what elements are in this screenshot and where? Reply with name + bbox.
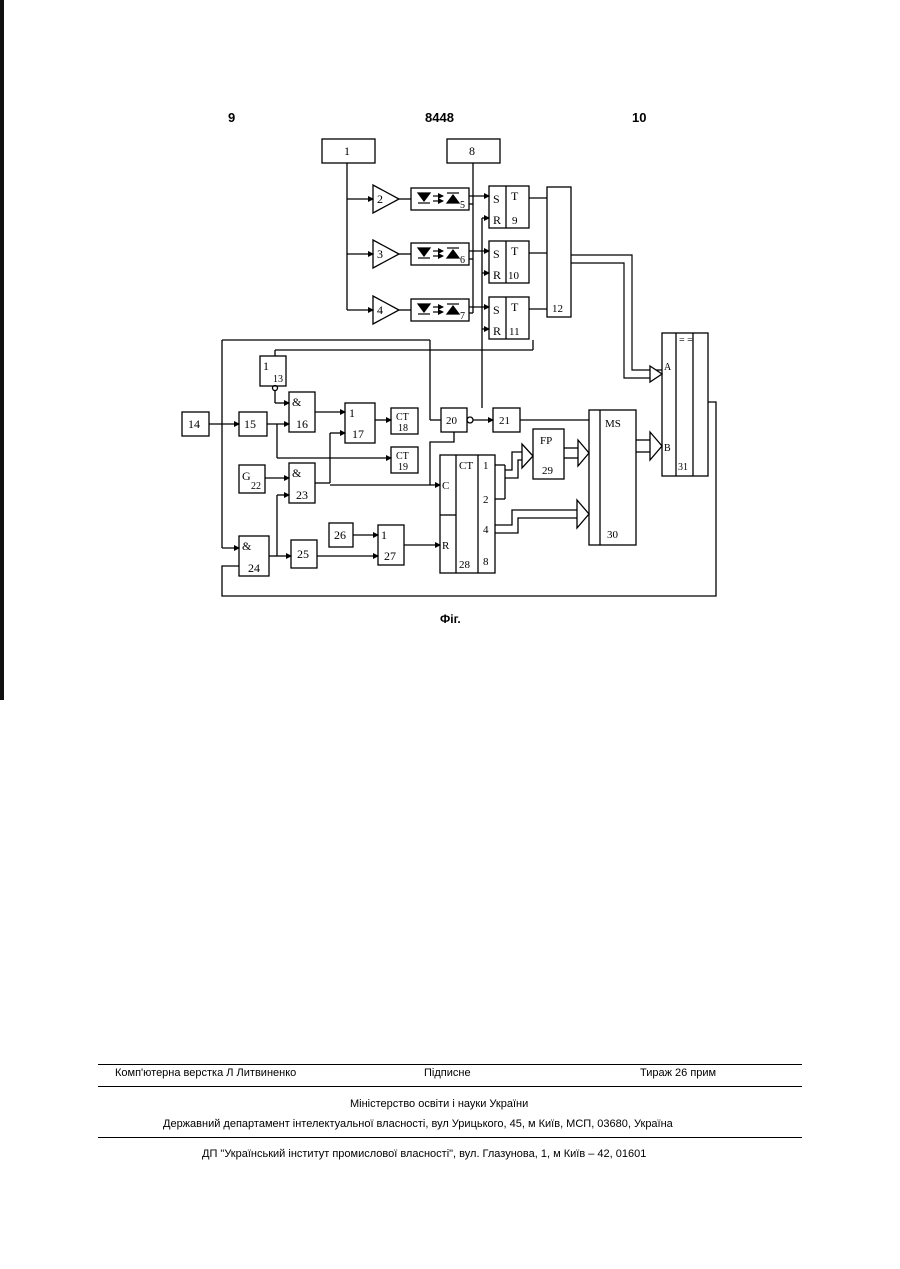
label-31-cmp: = =: [679, 335, 693, 346]
footer-rule-bottom: [98, 1137, 802, 1138]
footer-circulation: Тираж 26 прим: [640, 1067, 716, 1079]
label-28-ct: CT: [459, 460, 473, 472]
label-17: 17: [352, 427, 364, 441]
label-28: 28: [459, 559, 471, 571]
label-24-sym: &: [242, 539, 252, 553]
label-13: 13: [273, 374, 283, 385]
label-30: 30: [607, 529, 619, 541]
label-20: 20: [446, 415, 458, 427]
label-29: 29: [542, 465, 554, 477]
block-12: [547, 187, 571, 317]
trigger-10-r: R: [493, 268, 501, 282]
label-30-ms: MS: [605, 418, 621, 430]
trigger-9-r: R: [493, 213, 501, 227]
label-2: 2: [377, 192, 383, 206]
block-diagram: 1 8 2 3 4 5 6 7 S R T 9 S R T 10 S R T 1…: [0, 0, 900, 640]
label-13-sym: 1: [263, 359, 269, 373]
label-16-sym: &: [292, 395, 302, 409]
label-17-sym: 1: [349, 406, 355, 420]
label-31: 31: [678, 462, 688, 473]
trigger-11-s: S: [493, 303, 500, 317]
label-28-c: C: [442, 480, 449, 492]
trigger-11-t: T: [511, 300, 519, 314]
label-28-r: R: [442, 540, 450, 552]
label-10: 10: [508, 270, 520, 282]
label-26: 26: [334, 528, 346, 542]
label-22: 22: [251, 481, 261, 492]
label-3: 3: [377, 247, 383, 261]
footer-rule-top: [98, 1064, 802, 1065]
label-18: 18: [398, 423, 408, 434]
label-16: 16: [296, 417, 308, 431]
label-22-sym: G: [242, 469, 251, 483]
label-18-ct: CT: [396, 412, 409, 423]
trigger-9-s: S: [493, 192, 500, 206]
label-4: 4: [377, 303, 383, 317]
footer-signed: Підписне: [424, 1067, 471, 1079]
label-25: 25: [297, 547, 309, 561]
label-28-q4: 4: [483, 524, 489, 536]
block-31: [662, 333, 708, 476]
label-29-fp: FP: [540, 435, 552, 447]
trigger-11-r: R: [493, 324, 501, 338]
label-19: 19: [398, 462, 408, 473]
footer-rule-middle: [98, 1086, 802, 1087]
label-21: 21: [499, 415, 510, 427]
label-8: 8: [469, 144, 475, 158]
footer-department: Державний департамент інтелектуальної вл…: [163, 1118, 673, 1130]
trigger-10-t: T: [511, 244, 519, 258]
label-6: 6: [460, 255, 465, 266]
footer-layout: Комп'ютерна верстка Л Литвиненко: [115, 1067, 296, 1079]
label-14: 14: [188, 417, 200, 431]
label-28-q8: 8: [483, 556, 489, 568]
label-15: 15: [244, 417, 256, 431]
label-31-b: B: [664, 443, 671, 454]
mux-30: [589, 410, 636, 545]
label-31-a: A: [664, 362, 672, 373]
label-23-sym: &: [292, 466, 302, 480]
label-27-sym: 1: [381, 528, 387, 542]
label-7: 7: [460, 311, 465, 322]
figure-caption: Фіг.: [440, 612, 461, 626]
label-11: 11: [509, 326, 520, 338]
footer-ministry: Міністерство освіти і науки України: [350, 1098, 528, 1110]
trigger-10-s: S: [493, 247, 500, 261]
label-28-q1: 1: [483, 460, 489, 472]
label-9: 9: [512, 215, 518, 227]
footer-institute: ДП "Український інститут промислової вла…: [202, 1148, 646, 1160]
label-12: 12: [552, 303, 563, 315]
label-24: 24: [248, 561, 260, 575]
trigger-9-t: T: [511, 189, 519, 203]
label-28-q2: 2: [483, 494, 489, 506]
label-1: 1: [344, 144, 350, 158]
label-19-ct: CT: [396, 451, 409, 462]
label-5: 5: [460, 200, 465, 211]
label-27: 27: [384, 549, 396, 563]
label-23: 23: [296, 488, 308, 502]
